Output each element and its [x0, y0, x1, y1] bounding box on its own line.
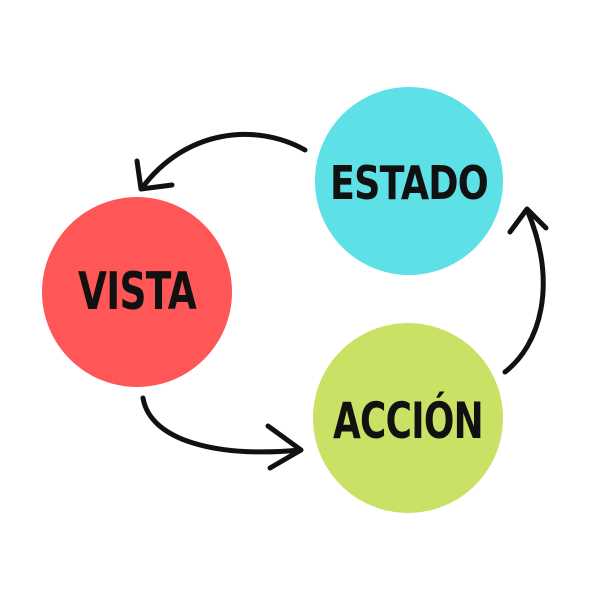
arrow-accion-to-estado-head [507, 206, 549, 235]
node-accion-label: ACCIÓN [333, 391, 483, 450]
node-vista-circle [42, 197, 232, 387]
node-vista-label: VISTA [78, 262, 197, 322]
arrow-estado-to-vista [134, 132, 308, 192]
arrow-vista-to-accion-head [265, 423, 304, 471]
arrow-accion-to-estado [502, 206, 549, 375]
node-vista: VISTA [42, 197, 232, 387]
node-estado-circle [315, 87, 503, 275]
arrow-estado-to-vista-head [134, 158, 175, 192]
arrow-vista-to-accion [140, 395, 304, 471]
node-estado: ESTADO [315, 87, 503, 275]
node-accion-circle [313, 323, 503, 513]
arrow-accion-to-estado-line [502, 209, 546, 375]
arrow-vista-to-accion-line [140, 395, 303, 455]
node-accion: ACCIÓN [313, 323, 503, 513]
node-estado-label: ESTADO [330, 156, 488, 210]
arrow-estado-to-vista-line [139, 132, 308, 191]
